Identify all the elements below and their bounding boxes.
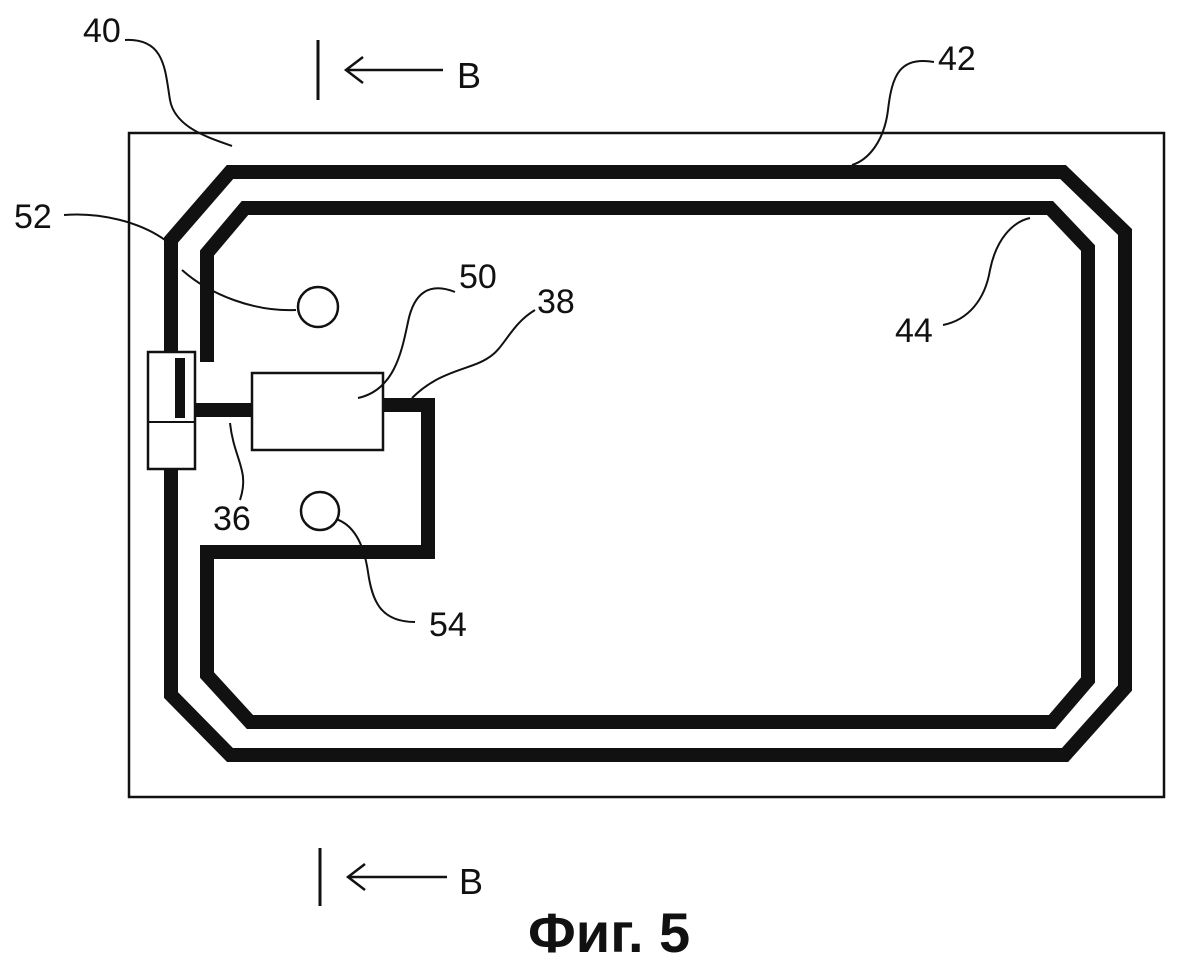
leader-36 (229, 422, 245, 501)
outer-antenna-coil (164, 165, 1132, 762)
leader-38 (411, 309, 536, 399)
section-marker-top: B (316, 40, 481, 100)
section-marker-bottom: B (318, 848, 483, 906)
bridge-pad (146, 350, 197, 471)
leader-42 (851, 59, 935, 166)
leader-52 (63, 213, 166, 241)
label-right-connection: 38 (537, 283, 575, 321)
chip-module (250, 371, 385, 452)
section-letter-top: B (457, 55, 481, 96)
label-outer-coil: 42 (938, 40, 976, 78)
inner-antenna-coil (200, 201, 1095, 729)
card-substrate (127, 131, 1166, 799)
leader-upper-hole (181, 269, 297, 312)
lower-hole (299, 490, 341, 532)
label-chip: 50 (459, 258, 497, 296)
label-substrate: 40 (83, 12, 121, 50)
figure-caption: Фиг. 5 (528, 901, 690, 964)
label-left-connection: 36 (213, 500, 251, 538)
leader-44 (942, 217, 1031, 326)
section-letter-bottom: B (459, 861, 483, 902)
label-inner-coil: 44 (895, 312, 933, 350)
leader-40 (124, 38, 233, 147)
upper-hole (296, 285, 340, 329)
label-left-lead: 52 (14, 198, 52, 236)
leader-50 (357, 287, 456, 399)
label-lower-hole: 54 (429, 606, 467, 644)
leader-54 (335, 518, 416, 623)
